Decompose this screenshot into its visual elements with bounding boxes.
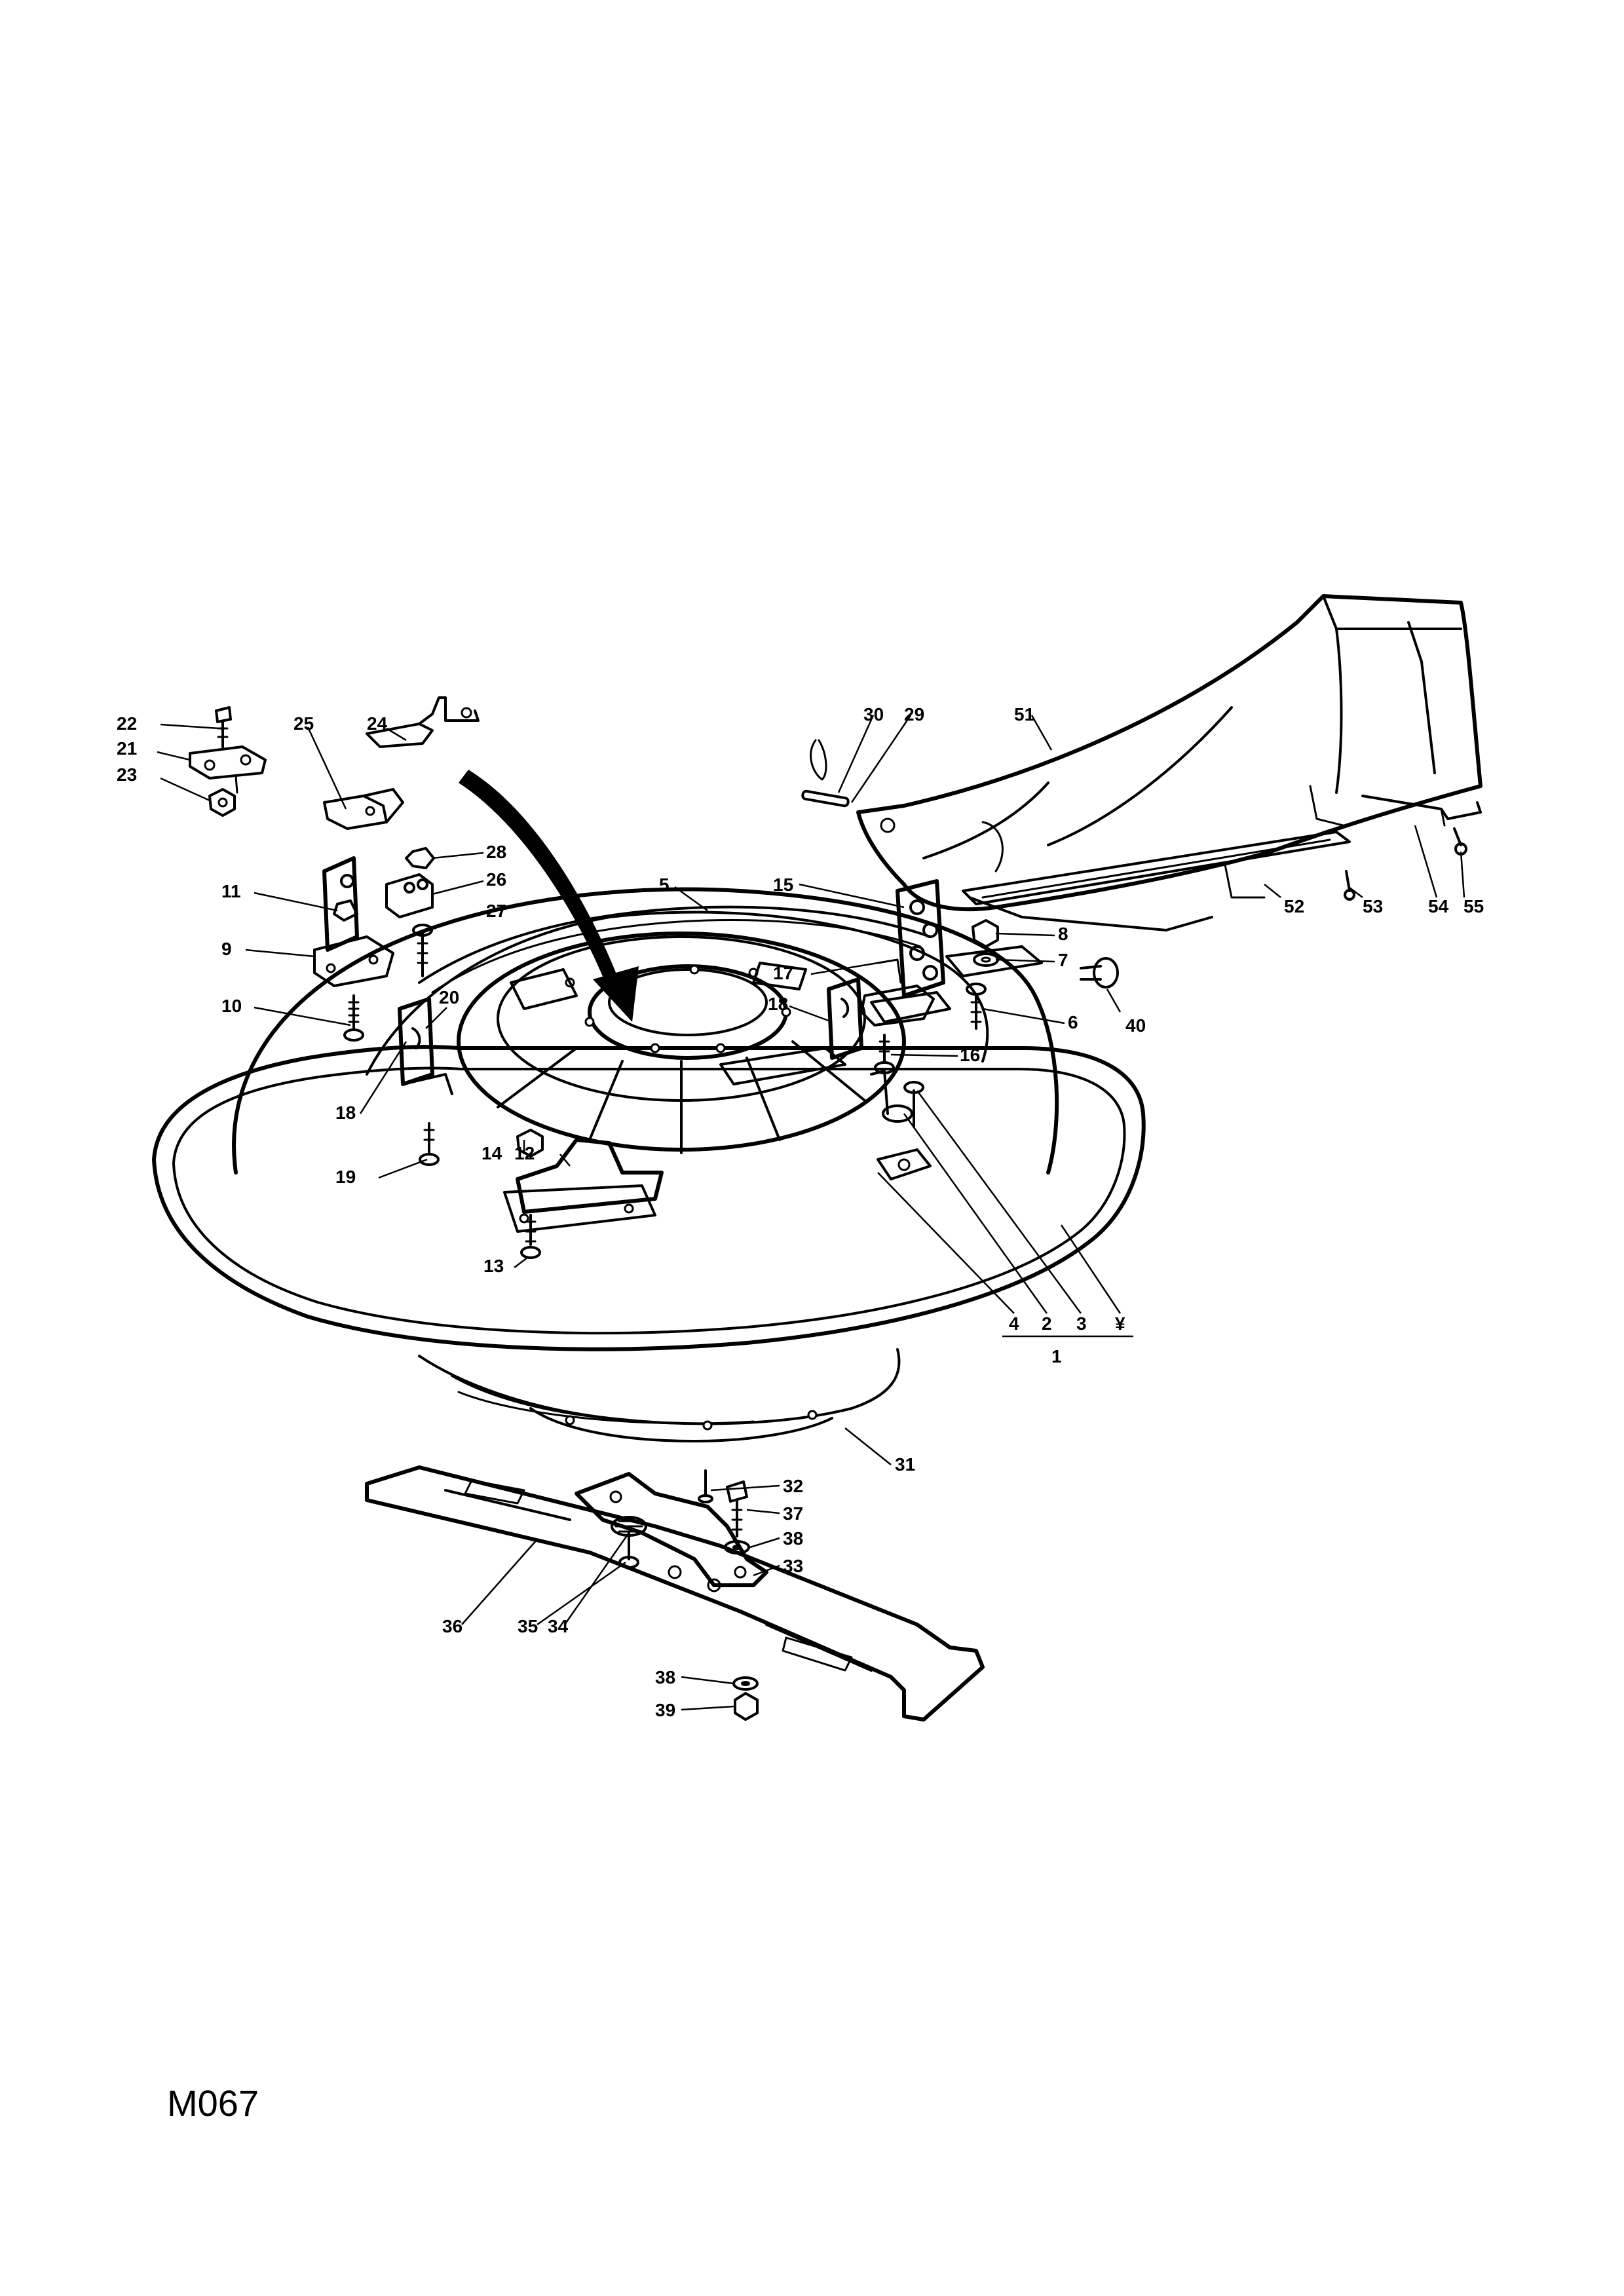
right-bracket-18 <box>827 977 863 1060</box>
callout-17: 17 <box>773 963 793 983</box>
callout-28: 28 <box>486 842 506 862</box>
callout-54: 54 <box>1428 896 1449 916</box>
callout-31: 31 <box>895 1454 915 1475</box>
callout-37: 37 <box>783 1503 803 1524</box>
bolt-22 <box>215 706 232 748</box>
callout-3: 3 <box>1076 1313 1087 1334</box>
callout-18b: 18 <box>768 994 788 1014</box>
callout-52: 52 <box>1284 896 1304 916</box>
callout-24: 24 <box>367 713 388 734</box>
pin-40 <box>1080 957 1119 988</box>
callout-36: 36 <box>442 1616 463 1636</box>
callout-16: 16 <box>960 1045 980 1065</box>
callout-4: 4 <box>1009 1313 1019 1334</box>
bracket-plate-17 <box>945 945 1043 977</box>
callout-34: 34 <box>548 1616 569 1636</box>
nut-11 <box>333 899 358 922</box>
deck-housing <box>152 887 1146 1442</box>
latch-24 <box>366 696 480 748</box>
callout-40: 40 <box>1125 1015 1146 1036</box>
washer-7 <box>973 952 999 967</box>
bolt-27 <box>412 924 433 977</box>
chute-strip-52 <box>962 831 1351 905</box>
callout-6: 6 <box>1068 1012 1078 1032</box>
callout-38b: 38 <box>655 1667 675 1687</box>
spindle-mount-plate <box>457 932 906 1154</box>
screw-53 <box>1344 870 1355 901</box>
callout-30: 30 <box>863 704 884 725</box>
bolt-19 <box>419 1122 440 1166</box>
callout-25: 25 <box>293 713 314 734</box>
callout-19: 19 <box>335 1167 356 1187</box>
washer-38-upper <box>724 1540 750 1554</box>
nut-8 <box>972 919 999 948</box>
clamp-plate-21 <box>189 745 267 794</box>
callout-55: 55 <box>1463 896 1484 916</box>
callout-12: 12 <box>514 1143 535 1163</box>
blade-36 <box>365 1465 985 1722</box>
callout-22: 22 <box>117 713 137 734</box>
callout-39: 39 <box>655 1700 675 1720</box>
nut-14 <box>516 1129 544 1157</box>
callout-5: 5 <box>659 875 670 895</box>
leader-lines <box>157 715 1465 1711</box>
washer-38-lower <box>732 1676 759 1691</box>
callout-1: 1 <box>1051 1346 1062 1366</box>
callout-labels: 22 21 23 25 24 28 26 27 11 9 10 20 18 19… <box>117 704 1484 1720</box>
assembly-arrow <box>459 770 639 1022</box>
callout-21: 21 <box>117 738 137 759</box>
bolt-6 <box>966 983 987 1030</box>
callout-15: 15 <box>773 875 793 895</box>
callout-13: 13 <box>483 1256 504 1276</box>
callout-11: 11 <box>221 881 241 901</box>
callout-8: 8 <box>1058 924 1068 944</box>
callout-23: 23 <box>117 764 137 785</box>
callout-26: 26 <box>486 869 506 890</box>
bolt-13 <box>520 1214 541 1259</box>
spring-clip-30 <box>810 739 827 781</box>
hook-bracket-20 <box>398 997 453 1095</box>
callout-27: 27 <box>486 901 506 921</box>
bolt-16 <box>874 1034 895 1074</box>
callout-10: 10 <box>221 996 242 1016</box>
callout-20: 20 <box>439 987 459 1007</box>
screw-32 <box>698 1469 713 1503</box>
callout-star: ¥ <box>1115 1313 1125 1334</box>
spindle-assembly-1 <box>870 1070 932 1180</box>
stop-block-26 <box>385 873 434 918</box>
callout-32: 32 <box>783 1476 803 1496</box>
callout-35: 35 <box>518 1616 538 1636</box>
bracket-54 <box>1361 795 1482 827</box>
bolt-35 <box>618 1532 639 1569</box>
callout-38a: 38 <box>783 1528 803 1549</box>
screw-55 <box>1453 827 1467 856</box>
callout-14: 14 <box>482 1143 502 1163</box>
callout-9: 9 <box>221 939 232 959</box>
bracket-plate-6 <box>860 985 935 1026</box>
drawing-code: M067 <box>167 2082 259 2124</box>
bolt-10 <box>343 994 364 1042</box>
callout-2: 2 <box>1042 1313 1052 1334</box>
bolt-37 <box>726 1480 748 1537</box>
hinge-bracket-15 <box>870 879 951 1023</box>
callout-51: 51 <box>1014 704 1034 725</box>
pin-29 <box>801 789 850 808</box>
callout-18a: 18 <box>335 1102 356 1123</box>
callout-53: 53 <box>1363 896 1383 916</box>
callout-33: 33 <box>783 1556 803 1576</box>
grass-chute-51 <box>856 594 1482 932</box>
callout-29: 29 <box>904 704 924 725</box>
callout-7: 7 <box>1058 950 1068 970</box>
hinge-bracket-9 <box>313 856 394 987</box>
nut-23 <box>208 788 236 817</box>
nut-28 <box>405 847 435 869</box>
hinge-25 <box>323 788 404 830</box>
nut-39 <box>734 1692 759 1721</box>
